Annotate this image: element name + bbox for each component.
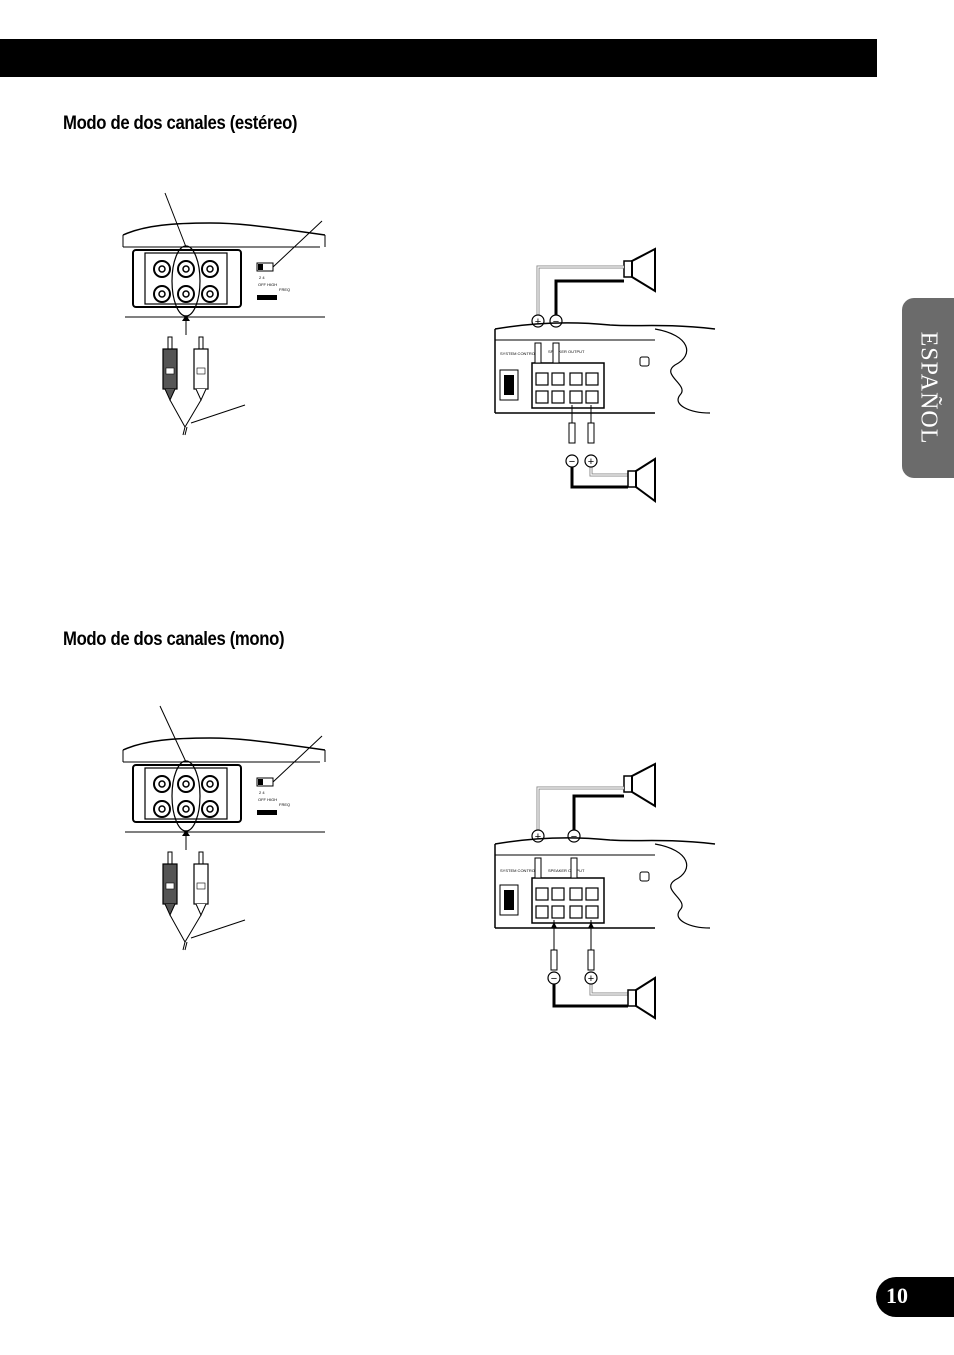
rca-cable-icon xyxy=(162,336,246,436)
rca-cable-icon xyxy=(162,851,246,951)
section-title-stereo: Modo de dos canales (estéreo) xyxy=(63,113,298,134)
svg-text:−: − xyxy=(569,456,575,468)
speaker-wiring-figure-mono: + − SYSTEM CONTROL SPEAKER OUTPUT xyxy=(494,762,716,1020)
svg-text:+: + xyxy=(588,973,594,985)
speaker-icon xyxy=(627,976,656,1020)
rca-input-panel-icon: 2 4 OFF HIGH FREQ xyxy=(122,192,326,335)
svg-text:SPEAKER OUTPUT: SPEAKER OUTPUT xyxy=(548,868,585,873)
minus-terminal-icon: − xyxy=(547,971,561,985)
svg-text:FREQ: FREQ xyxy=(279,287,290,292)
rca-input-panel-icon: 2 4 OFF HIGH FREQ xyxy=(122,705,326,850)
rca-input-figure-mono: 2 4 OFF HIGH FREQ xyxy=(122,705,326,951)
speaker-icon xyxy=(627,457,656,503)
section-title-mono: Modo de dos canales (mono) xyxy=(63,629,285,650)
svg-text:−: − xyxy=(553,316,559,328)
svg-text:+: + xyxy=(535,831,541,843)
svg-text:2 4: 2 4 xyxy=(259,275,265,280)
plus-terminal-icon: + xyxy=(584,971,598,985)
svg-text:+: + xyxy=(535,316,541,328)
plus-terminal-icon: + xyxy=(531,829,545,843)
plus-terminal-icon: + xyxy=(584,454,598,468)
language-tab-label: ESPAÑOL xyxy=(915,331,942,445)
svg-text:+: + xyxy=(588,456,594,468)
speaker-icon xyxy=(623,247,656,293)
page-number: 10 xyxy=(886,1283,908,1308)
minus-terminal-icon: − xyxy=(567,829,581,843)
svg-text:FREQ: FREQ xyxy=(279,802,290,807)
language-tab[interactable]: ESPAÑOL xyxy=(902,298,954,478)
header-bar xyxy=(0,39,877,77)
svg-text:SPEAKER OUTPUT: SPEAKER OUTPUT xyxy=(548,349,585,354)
plus-terminal-icon: + xyxy=(531,314,545,328)
svg-text:−: − xyxy=(571,831,577,843)
page-number-badge: 10 xyxy=(876,1277,954,1317)
amplifier-terminal-icon: SYSTEM CONTROL SPEAKER OUTPUT xyxy=(494,837,716,971)
svg-text:SYSTEM CONTROL: SYSTEM CONTROL xyxy=(500,868,538,873)
speaker-icon xyxy=(623,762,656,808)
amplifier-terminal-icon: SYSTEM CONTROL SPEAKER OUTPUT xyxy=(494,322,716,444)
svg-text:OFF HIGH: OFF HIGH xyxy=(258,797,277,802)
rca-input-figure-stereo: 2 4 OFF HIGH FREQ xyxy=(122,192,326,436)
speaker-wiring-figure-stereo: + − SYSTEM CONTROL SPEAKER OUTPUT xyxy=(494,247,716,503)
svg-text:2 4: 2 4 xyxy=(259,790,265,795)
minus-terminal-icon: − xyxy=(549,314,563,328)
minus-terminal-icon: − xyxy=(565,454,579,468)
svg-text:OFF HIGH: OFF HIGH xyxy=(258,282,277,287)
svg-text:SYSTEM CONTROL: SYSTEM CONTROL xyxy=(500,351,538,356)
svg-text:−: − xyxy=(551,973,557,985)
